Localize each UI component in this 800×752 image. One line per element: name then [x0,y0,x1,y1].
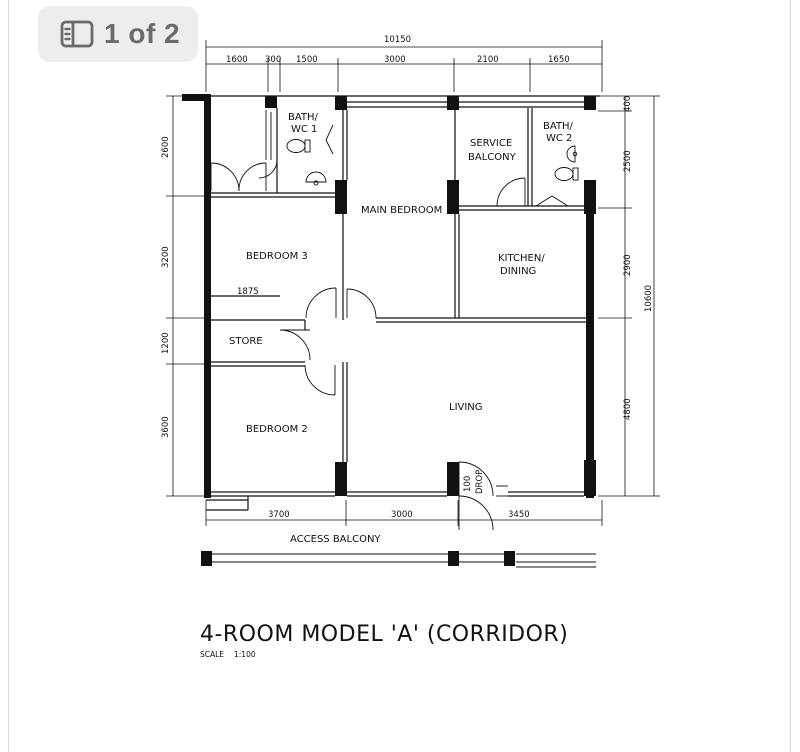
dim-top-2: 300 [265,55,281,65]
label-main-bedroom: MAIN BEDROOM [361,205,442,216]
bottom-dimension-lines [205,500,603,526]
page-indicator-label: 1 of 2 [104,18,181,49]
dim-bottom-3: 3450 [508,510,530,520]
dim-top-3: 1500 [296,55,318,65]
dim-top-4: 3000 [384,55,406,65]
label-drop: DROP [475,470,485,494]
label-bath-wc1: BATH/ [288,112,319,123]
toilet-wc1 [286,139,311,153]
right-dimension-lines [598,95,660,497]
thin-walls [204,95,600,511]
dim-top-6: 1650 [548,55,570,65]
doors [210,110,569,531]
label-drop-value: 100 [463,476,473,492]
access-balcony-columns [201,551,515,566]
label-access-balcony: ACCESS BALCONY [290,534,381,545]
plan-title: 4-ROOM MODEL 'A' (CORRIDOR) [200,622,568,647]
left-dimension-lines [166,95,204,497]
dim-right-total: 10600 [644,285,654,312]
page-right-edge [790,0,791,752]
dim-bottom-1: 3700 [268,510,290,520]
label-service-balcony-b: BALCONY [468,152,517,163]
dim-top-5: 2100 [477,55,499,65]
dim-right-1: 400 [623,96,633,112]
label-store: STORE [229,336,263,347]
label-living: LIVING [449,402,483,413]
label-kitchen-dining-b: DINING [500,266,536,277]
dim-right-2: 2500 [623,150,633,172]
label-bath-wc2: BATH/ [543,121,574,132]
scale-value: 1:100 [234,650,256,659]
basin-wc1 [305,171,327,186]
dim-left-1: 2600 [161,136,171,158]
dim-total-width: 10150 [384,35,411,45]
toilet-wc2 [554,167,579,181]
label-service-balcony: SERVICE [470,138,512,149]
label-store-width: 1875 [237,287,259,297]
page-left-edge [8,0,9,752]
access-balcony-rail [211,553,596,568]
walls [182,94,596,498]
dim-left-2: 3200 [161,246,171,268]
sidebar-icon [60,20,94,48]
dim-right-3: 2900 [623,254,633,276]
label-bedroom-2: BEDROOM 2 [246,424,308,435]
dim-right-4: 4800 [623,398,633,420]
page-indicator-button[interactable]: 1 of 2 [38,6,198,62]
dim-bottom-2: 3000 [391,510,413,520]
scale-label: SCALE [200,650,224,659]
label-bedroom-3: BEDROOM 3 [246,251,308,262]
basin-wc2 [566,145,578,163]
label-bath-wc1-b: WC 1 [291,124,317,135]
dim-top-1: 1600 [226,55,248,65]
top-dimension-lines [205,40,603,92]
label-bath-wc2-b: WC 2 [546,133,572,144]
dim-left-3: 1200 [161,332,171,354]
dim-left-4: 3600 [161,416,171,438]
label-kitchen-dining: KITCHEN/ [498,253,545,264]
